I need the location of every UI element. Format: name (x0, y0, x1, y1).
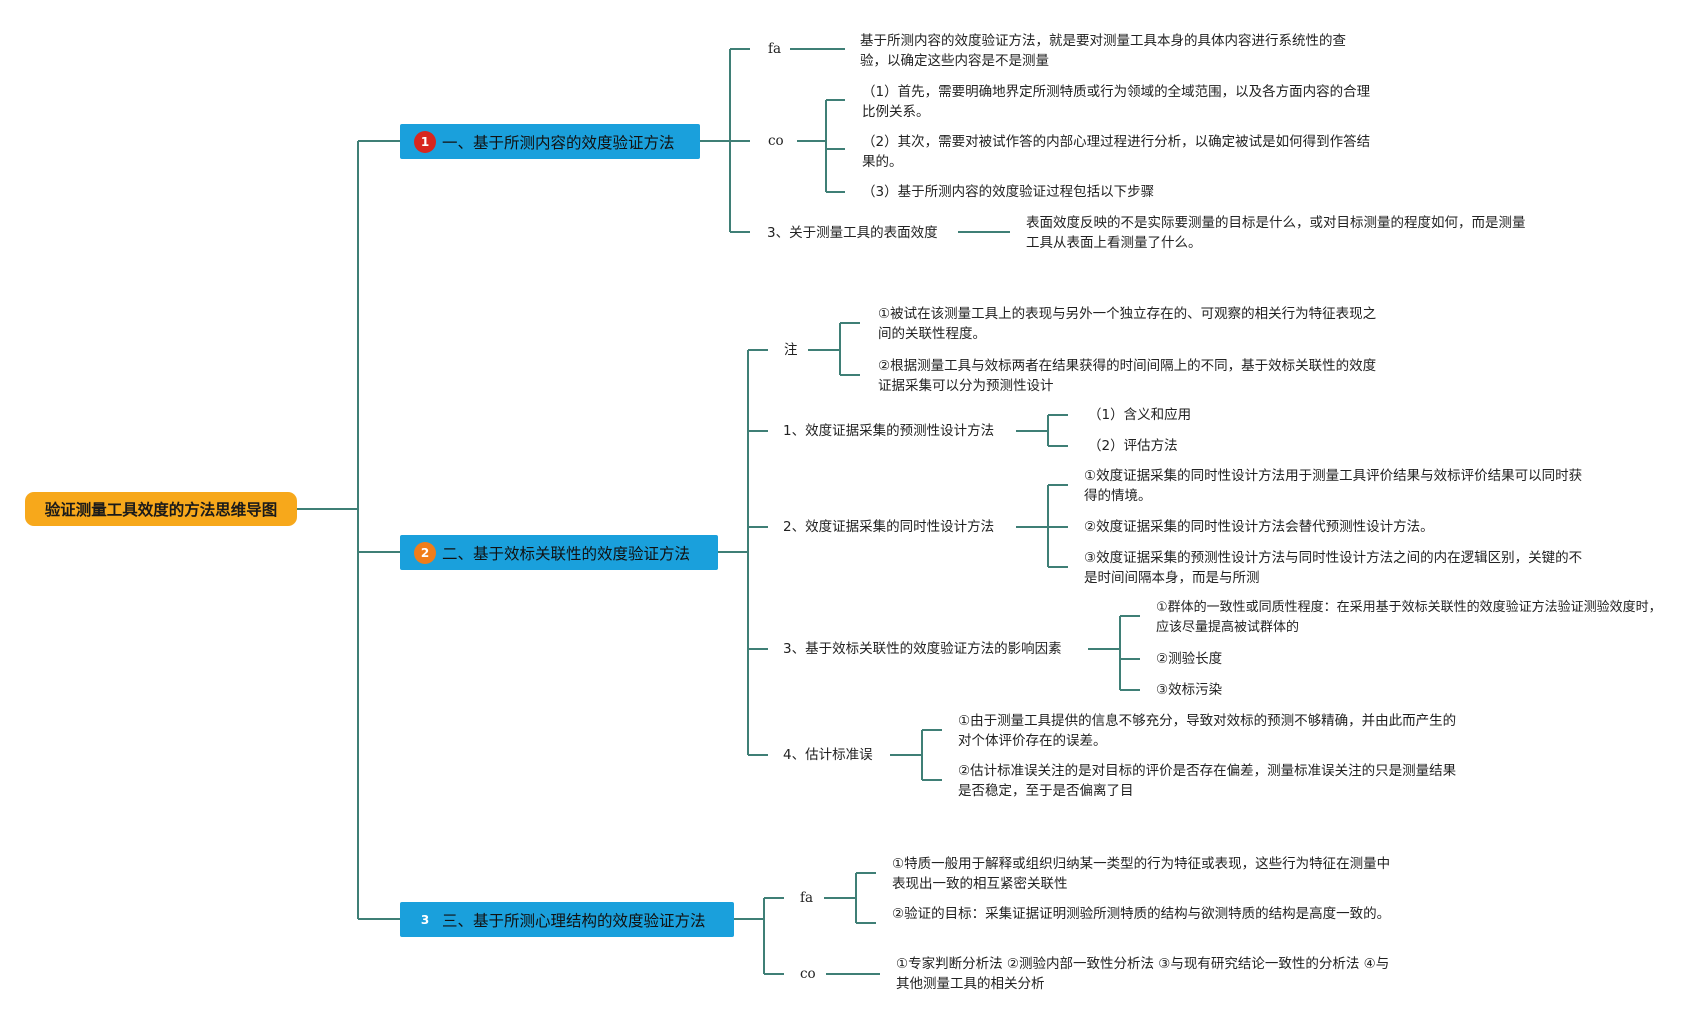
connector-branch-3 (734, 897, 784, 975)
connector-b2-1 (1016, 414, 1068, 447)
b1-fa-note: 基于所测内容的效度验证方法，就是要对测量工具本身的具体内容进行系统性的查验，以确… (860, 33, 1346, 69)
b2-concurrent-design-node[interactable]: 2、效度证据采集的同时性设计方法 (783, 519, 995, 535)
b2-predictive-item-1[interactable]: （1）含义和应用 (1088, 407, 1192, 423)
b1-co-item-1[interactable]: （1）首先，需要明确地界定所测特质或行为领域的全域范围，以及各方面内容的合理比例… (862, 84, 1371, 120)
b2-note-item-1[interactable]: ①被试在该测量工具上的表现与另外一个独立存在的、可观察的相关行为特征表现之间的关… (878, 306, 1377, 342)
connector-branch-1 (700, 48, 750, 233)
branch-label: 二、基于效标关联性的效度验证方法 (442, 544, 691, 563)
b2-error-item-2[interactable]: ②估计标准误关注的是对目标的评价是否存在偏差，测量标准误关注的只是测量结果是否稳… (958, 763, 1457, 799)
b3-fa-item-2[interactable]: ②验证的目标：采集证据证明测验所测特质的结构与欲测特质的结构是高度一致的。 (892, 906, 1391, 922)
b2-error-item-1[interactable]: ①由于测量工具提供的信息不够充分，导致对效标的预测不够精确，并由此而产生的对个体… (958, 713, 1457, 749)
b2-factor-item-3[interactable]: ③效标污染 (1156, 682, 1223, 698)
b1-face-validity-note: 表面效度反映的不是实际要测量的目标是什么，或对目标测量的程度如何，而是测量工具从… (1026, 215, 1526, 251)
branch-construct-validity[interactable]: 3 三、基于所测心理结构的效度验证方法 (400, 902, 734, 937)
connector-b2-note (808, 322, 860, 376)
connector-b2-4 (890, 729, 942, 781)
branch-content-validity[interactable]: 1 一、基于所测内容的效度验证方法 (400, 124, 700, 159)
b1-face-validity-node[interactable]: 3、关于测量工具的表面效度 (767, 225, 938, 241)
b2-factor-item-1[interactable]: ①群体的一致性或同质性程度：在采用基于效标关联性的效度验证方法验证测验效度时，应… (1156, 600, 1662, 635)
connector-b1-co (797, 99, 845, 193)
b2-concurrent-item-1[interactable]: ①效度证据采集的同时性设计方法用于测量工具评价结果与效标评价结果可以同时获得的情… (1084, 468, 1583, 504)
priority-1-badge: 1 (414, 130, 436, 153)
b2-predictive-design-node[interactable]: 1、效度证据采集的预测性设计方法 (783, 423, 995, 439)
branch-label: 一、基于所测内容的效度验证方法 (442, 133, 675, 152)
b2-note-item-2[interactable]: ②根据测量工具与效标两者在结果获得的时间间隔上的不同，基于效标关联性的效度证据采… (878, 358, 1377, 394)
b1-co-item-2[interactable]: （2）其次，需要对被试作答的内部心理过程进行分析，以确定被试是如何得到作答结果的… (862, 134, 1371, 170)
priority-2-badge: 2 (414, 541, 436, 564)
b3-fa-item-1[interactable]: ①特质一般用于解释或组织归纳某一类型的行为特征或表现，这些行为特征在测量中表现出… (892, 856, 1391, 892)
root-topic-label: 验证测量工具效度的方法思维导图 (44, 501, 278, 519)
b2-standard-error-node[interactable]: 4、估计标准误 (783, 747, 873, 763)
b2-factor-item-2[interactable]: ②测验长度 (1156, 651, 1223, 667)
branch-label: 三、基于所测心理结构的效度验证方法 (442, 911, 706, 930)
root-topic[interactable]: 验证测量工具效度的方法思维导图 (25, 492, 297, 526)
connector-b3-fa (824, 872, 876, 924)
b3-co-note: ①专家判断分析法 ②测验内部一致性分析法 ③与现有研究结论一致性的分析法 ④与其… (896, 956, 1390, 992)
connector-branch-2 (718, 349, 768, 756)
connector-b2-3 (1088, 615, 1140, 691)
b1-co-node[interactable]: co (768, 133, 784, 149)
priority-3-badge: 3 (414, 908, 436, 931)
branch-criterion-validity[interactable]: 2 二、基于效标关联性的效度验证方法 (400, 535, 718, 570)
b3-co-node[interactable]: co (800, 966, 816, 982)
b2-influence-factors-node[interactable]: 3、基于效标关联性的效度验证方法的影响因素 (783, 641, 1062, 657)
b2-predictive-item-2[interactable]: （2）评估方法 (1088, 438, 1178, 454)
b2-concurrent-item-3[interactable]: ③效度证据采集的预测性设计方法与同时性设计方法之间的内在逻辑区别，关键的不是时间… (1084, 550, 1583, 586)
connector-b2-2 (1016, 484, 1068, 568)
b2-concurrent-item-2[interactable]: ②效度证据采集的同时性设计方法会替代预测性设计方法。 (1084, 519, 1434, 535)
b1-fa-node[interactable]: fa (768, 41, 782, 57)
b1-co-item-3[interactable]: （3）基于所测内容的效度验证过程包括以下步骤 (862, 184, 1155, 200)
b2-note-node[interactable]: 注 (784, 342, 798, 358)
b3-fa-node[interactable]: fa (800, 890, 814, 906)
connector-root (297, 140, 400, 920)
